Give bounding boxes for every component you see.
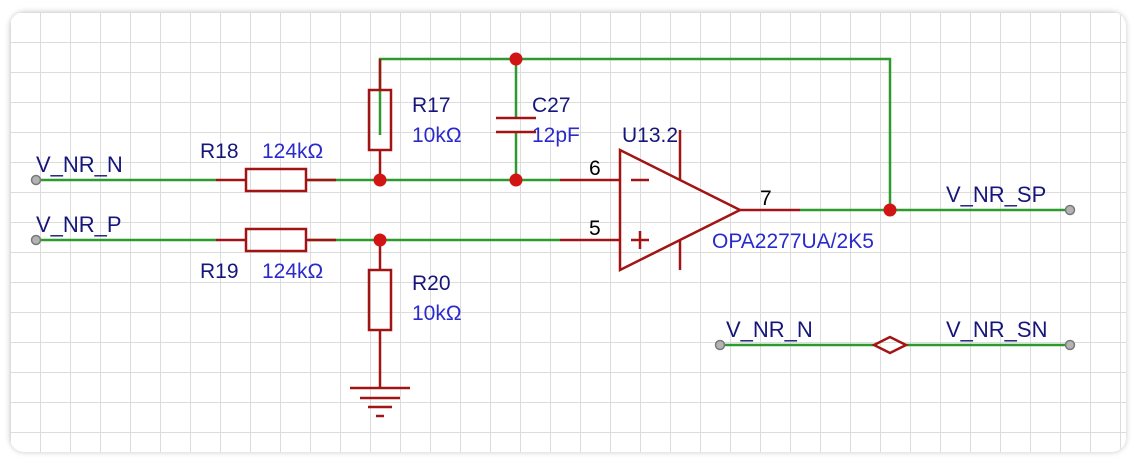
port-out-sp[interactable] <box>1064 204 1076 216</box>
c27-value: 12pF <box>532 124 580 147</box>
u13-body <box>618 147 743 273</box>
c27-ref: C27 <box>532 94 571 117</box>
net-label-tie-left: V_NR_N <box>726 317 813 342</box>
wires <box>36 57 1070 347</box>
r17-value: 10kΩ <box>412 124 462 147</box>
u13-pin5-label: 5 <box>589 217 601 240</box>
u13-pin6-label: 6 <box>589 157 601 180</box>
r17-ref: R17 <box>412 94 451 117</box>
net-labels: V_NR_N V_NR_P V_NR_SP V_NR_N V_NR_SN <box>36 152 1047 342</box>
port-in-n[interactable] <box>30 174 42 186</box>
r20-value: 10kΩ <box>412 302 462 325</box>
r20-body <box>367 268 393 332</box>
port-tie-right[interactable] <box>1064 339 1076 351</box>
net-label-in-p: V_NR_P <box>36 212 122 237</box>
schematic-canvas: V_NR_N V_NR_P V_NR_SP V_NR_N V_NR_SN R18… <box>10 12 1126 452</box>
junction-feedback-top <box>509 52 523 66</box>
r18-ref: R18 <box>200 140 239 163</box>
r18-value: 124kΩ <box>262 140 323 163</box>
net-tie-diamond <box>871 335 909 355</box>
u13-part: OPA2277UA/2K5 <box>712 230 874 253</box>
r18-body <box>244 167 308 193</box>
component-labels: R18 124kΩ R19 124kΩ R17 10kΩ R20 10kΩ C2… <box>200 94 874 325</box>
port-in-p[interactable] <box>30 234 42 246</box>
r20-ref: R20 <box>412 272 451 295</box>
port-tie-left[interactable] <box>714 339 726 351</box>
u13-pin7-label: 7 <box>760 187 772 210</box>
net-label-tie-right: V_NR_SN <box>946 317 1047 342</box>
junction-c27-bottom <box>509 173 523 187</box>
components <box>216 59 909 418</box>
schematic-svg: V_NR_N V_NR_P V_NR_SP V_NR_N V_NR_SN R18… <box>10 12 1126 452</box>
junction-r20-top <box>373 233 387 247</box>
net-label-out-sp: V_NR_SP <box>946 182 1046 207</box>
r19-ref: R19 <box>200 260 239 283</box>
r19-value: 124kΩ <box>262 260 323 283</box>
net-label-in-n: V_NR_N <box>36 152 123 177</box>
wire-feedback <box>378 57 892 210</box>
junction-output <box>883 203 897 217</box>
u13-ref: U13.2 <box>622 124 678 147</box>
junctions <box>373 52 897 247</box>
junction-r17-bottom <box>373 173 387 187</box>
ports <box>30 174 1076 351</box>
r19-body <box>244 227 308 253</box>
grid <box>10 12 1126 452</box>
